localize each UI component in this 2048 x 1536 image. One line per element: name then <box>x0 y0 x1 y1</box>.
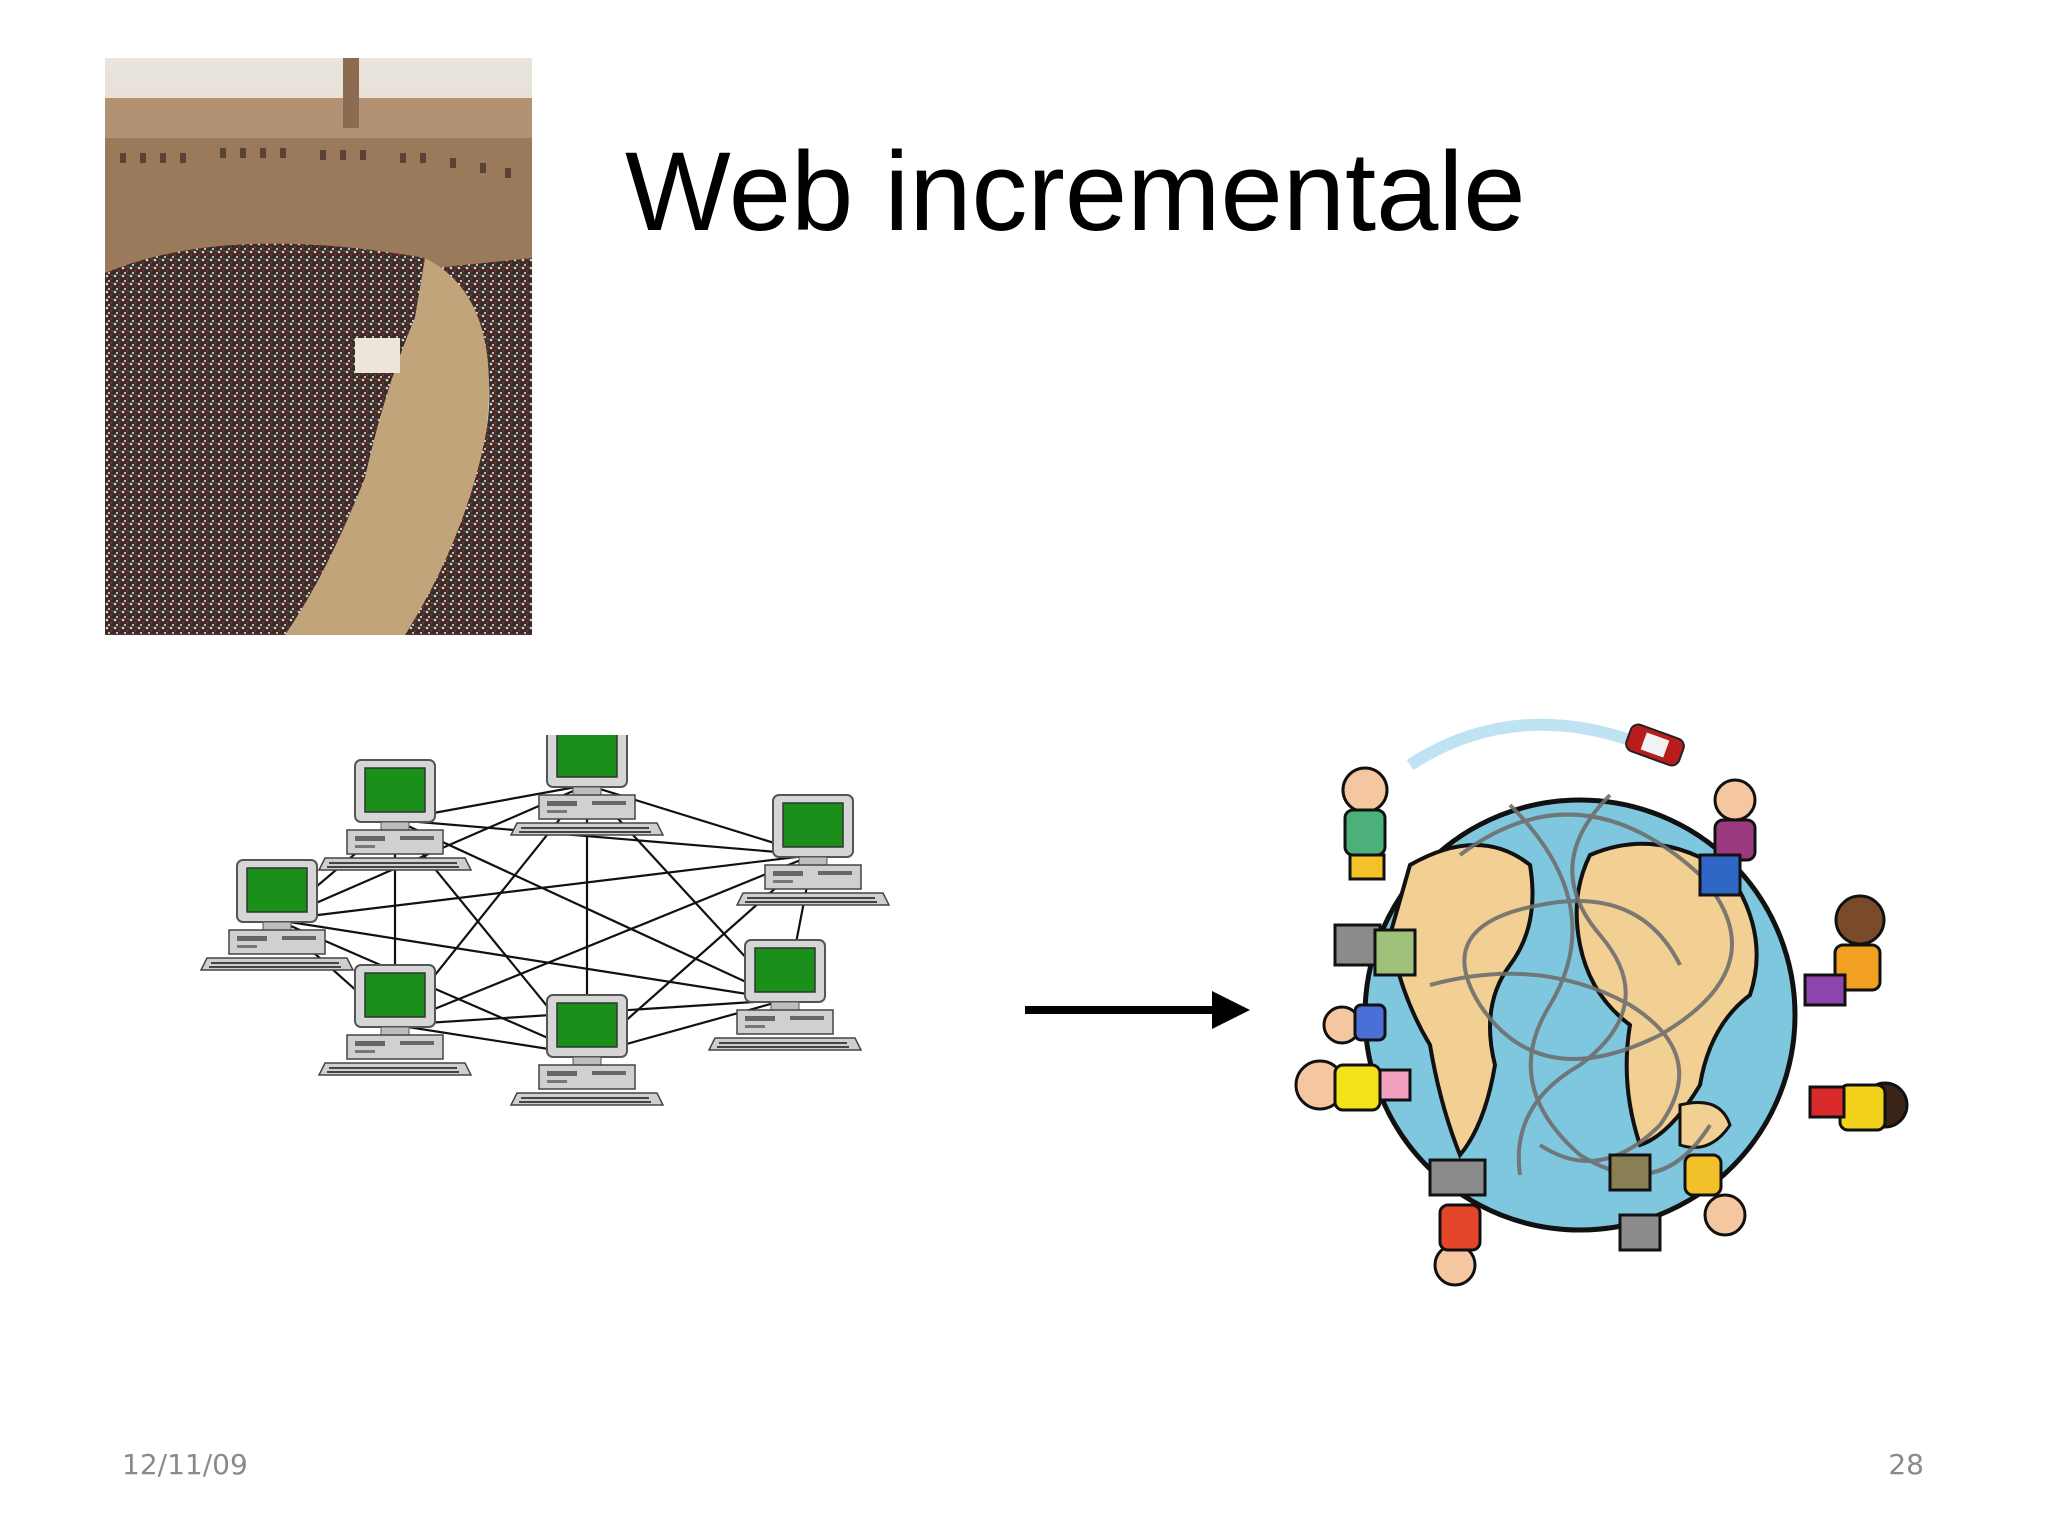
computer-icon <box>511 995 663 1105</box>
computer-icon <box>319 965 471 1075</box>
child-figure <box>1343 768 1387 879</box>
computer-icon <box>709 940 861 1050</box>
child-figure <box>1810 1083 1907 1130</box>
computer-icon <box>201 860 353 970</box>
child-figure <box>1324 1005 1385 1043</box>
computer-mesh-network-diagram <box>195 735 895 1235</box>
child-figure <box>1685 1155 1745 1235</box>
children-around-globe-clipart <box>1280 705 1910 1305</box>
aerial-piazza-crowd-photo <box>105 58 532 635</box>
slide-page-number: 28 <box>1888 1448 1924 1481</box>
child-figure <box>1435 1205 1480 1285</box>
slide-title: Web incrementale <box>625 125 1526 259</box>
right-arrow-icon <box>1020 985 1260 1035</box>
slide-date: 12/11/09 <box>122 1448 248 1481</box>
computer-icon <box>319 760 471 870</box>
child-figure <box>1805 896 1884 1005</box>
